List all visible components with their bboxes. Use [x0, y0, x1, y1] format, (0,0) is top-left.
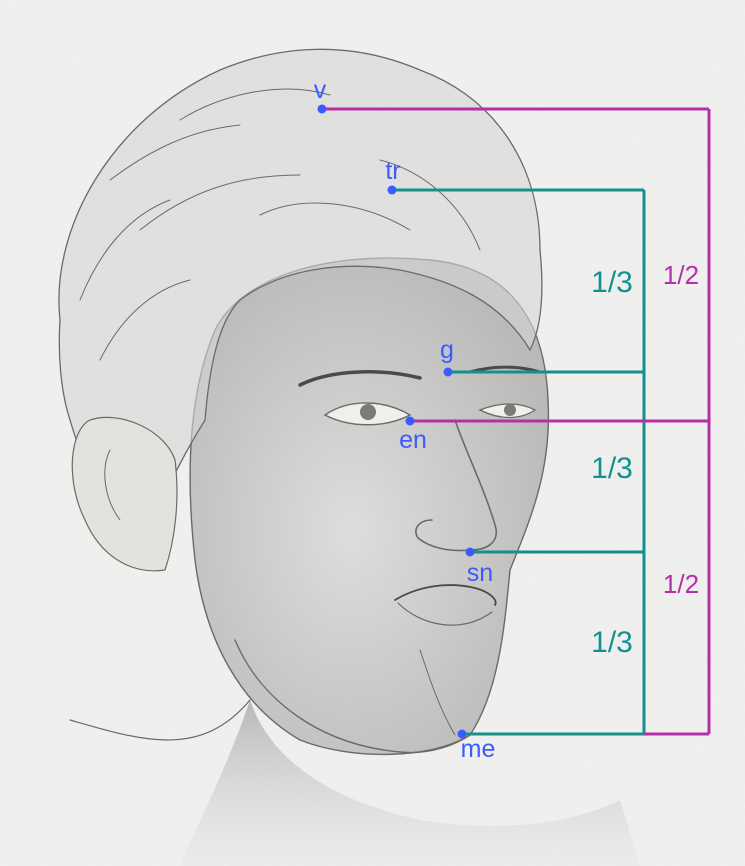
third-lower-label: 1/3: [591, 626, 633, 659]
tr-label: tr: [385, 157, 400, 185]
g-label: g: [440, 336, 454, 364]
v-label: v: [314, 76, 327, 104]
g-point: [444, 368, 453, 377]
en-point: [406, 417, 415, 426]
me-label: me: [461, 735, 496, 763]
half-upper-label: 1/2: [663, 260, 699, 290]
tr-point: [388, 186, 397, 195]
half-lower-label: 1/2: [663, 569, 699, 599]
sn-label: sn: [467, 559, 493, 587]
third-upper-label: 1/3: [591, 266, 633, 299]
v-point: [318, 105, 327, 114]
sn-point: [466, 548, 475, 557]
third-middle-label: 1/3: [591, 452, 633, 485]
en-label: en: [399, 426, 427, 454]
